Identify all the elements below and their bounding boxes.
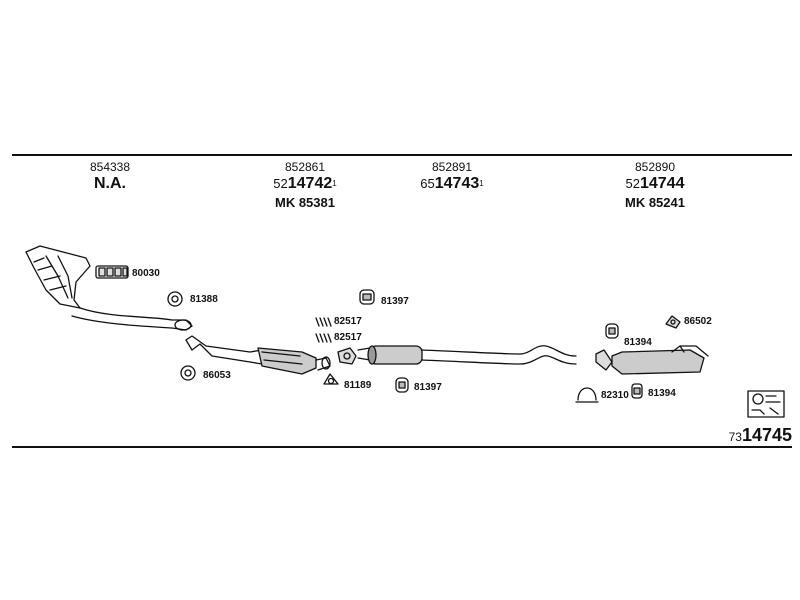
rubber-hanger-lower (396, 378, 408, 392)
u-clamp (576, 388, 598, 402)
bottom-rule (12, 446, 792, 448)
reference-number: 52147421 (273, 175, 337, 192)
label-rubber-mount-upper: 81394 (624, 337, 652, 348)
part-number: 852891 (431, 160, 473, 174)
mounting-kit: MK 85241 (625, 195, 685, 210)
rear-silencer (596, 346, 708, 374)
seal-ring (168, 292, 182, 306)
mounting-kit: MK 85381 (275, 195, 335, 210)
flange-gasket (324, 374, 338, 384)
bolts-lower (316, 334, 331, 342)
label-bolts-lower: 82517 (334, 332, 362, 343)
connecting-pipe (338, 348, 356, 364)
label-bolts-upper: 82517 (334, 316, 362, 327)
rubber-hanger-upper (360, 290, 374, 304)
sealing-ring (181, 366, 195, 380)
clamp (666, 316, 680, 328)
catalytic-converter (186, 336, 330, 374)
label-manifold-gasket: 80030 (132, 268, 160, 279)
column-header-rear-silencer: 852890 5214744 MK 85241 (575, 160, 735, 212)
reference-number: 65147431 (420, 175, 484, 192)
column-header-catalyst: 852861 52147421 MK 85381 (225, 160, 385, 212)
column-header-manifold: 854338 N.A. (30, 160, 190, 194)
part-number: 852890 (634, 160, 676, 174)
top-rule (12, 154, 792, 156)
label-hanger-lower: 81397 (414, 382, 442, 393)
manifold-gasket (96, 266, 128, 278)
reference-number: 5214744 (625, 175, 685, 192)
kit-total-reference: 7314745 (728, 425, 792, 445)
middle-silencer (358, 346, 576, 364)
label-sealing-ring: 86053 (203, 370, 231, 381)
label-rubber-mount-lower: 81394 (648, 388, 676, 399)
reference-number: N.A. (94, 175, 126, 192)
rubber-mount-lower (632, 384, 642, 398)
rubber-mount-upper (606, 324, 618, 338)
column-header-middle-silencer: 852891 65147431 (372, 160, 532, 194)
bolts-upper (316, 318, 331, 326)
part-number: 854338 (89, 160, 131, 174)
exhaust-manifold (26, 246, 192, 330)
label-seal-ring: 81388 (190, 294, 218, 305)
label-hanger-upper: 81397 (381, 296, 409, 307)
label-clamp: 86502 (684, 316, 712, 327)
part-number: 852861 (284, 160, 326, 174)
label-u-clamp: 82310 (601, 390, 629, 401)
label-flange-gasket: 81189 (344, 380, 372, 391)
mounting-kit-icon (748, 391, 784, 417)
